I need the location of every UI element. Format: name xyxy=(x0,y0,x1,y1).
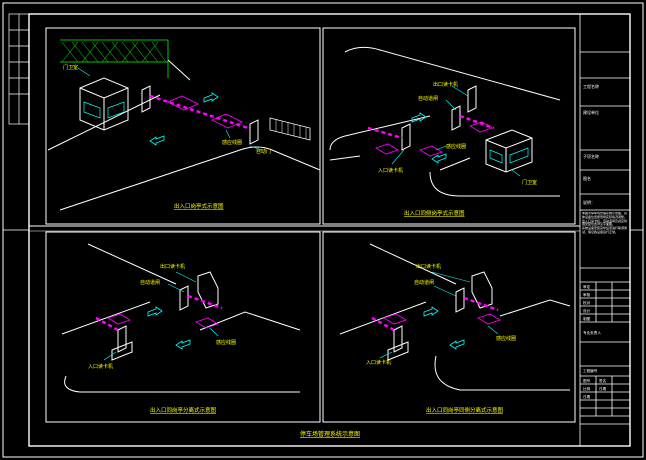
tb-note-3: 系统设备安装完毕后须进行联调测试，保证各设备运行正常。 xyxy=(582,226,628,234)
panel-3-frame xyxy=(45,231,321,423)
tb-row-design: 设计 xyxy=(583,308,591,313)
panel-2-label-loop: 感应线圈 xyxy=(446,143,466,150)
panel-1-title: 出入口岗亭式示意图 xyxy=(174,202,224,210)
tb-row-check: 校对 xyxy=(583,300,591,305)
tb-field-number: 工程编号 xyxy=(583,368,598,373)
panel-2-title: 出入口同侧岗亭式示意图 xyxy=(404,209,465,217)
panel-3-title: 出入口同岗亭分离式示意图 xyxy=(150,406,217,414)
panel-2-label-booth: 门卫室 xyxy=(522,179,537,186)
panel-4-label-entry: 入口读卡机 xyxy=(366,359,391,366)
tb-row-lead: 专业负责人 xyxy=(583,330,601,335)
tb-field-sheet: 图号 xyxy=(583,378,591,383)
panel-4-label-loop: 感应线圈 xyxy=(496,335,516,342)
panel-4-frame xyxy=(322,231,576,423)
tb-field-scale: 比例 xyxy=(583,386,591,391)
panel-3-label-barrier: 自动道闸 xyxy=(140,279,160,286)
panel-3-label-exit: 出口读卡机 xyxy=(160,263,185,270)
panel-2-label-entry: 入口读卡机 xyxy=(378,167,403,174)
title-block xyxy=(579,14,630,446)
panel-4-label-barrier: 自动道闸 xyxy=(414,279,434,286)
sheet-main-title: 停车场管理系统示意图 xyxy=(300,430,360,438)
panel-1-label-booth: 门卫室 xyxy=(63,64,78,71)
tb-row-approve: 审定 xyxy=(583,284,591,289)
binding-strip xyxy=(8,13,30,125)
panel-1-drawing xyxy=(47,39,321,211)
panel-2-frame xyxy=(322,27,576,225)
tb-row-draw: 制图 xyxy=(583,316,591,321)
tb-notes-title: 说明： xyxy=(583,199,595,205)
panel-3-label-entry: 入口读卡机 xyxy=(88,363,113,370)
inner-frame xyxy=(28,13,631,447)
panel-2-drawing xyxy=(329,46,561,197)
tb-field-drawing-name: 图名 xyxy=(583,175,591,181)
panel-3-drawing xyxy=(61,243,301,393)
panel-2-label-barrier: 自动道闸 xyxy=(418,95,438,102)
panel-1-frame xyxy=(45,27,321,225)
tb-sign-label: 签名 xyxy=(599,378,607,383)
panel-2-label-exit: 出口读卡机 xyxy=(433,81,458,88)
panel-3-label-loop: 感应线圈 xyxy=(216,339,236,346)
panel-1-label-gate: 自动门 xyxy=(256,148,271,155)
tb-note-2: 出入口读卡机、自动道闸及感应线圈安装位置详见平面图。 xyxy=(582,218,628,227)
tb-field-client: 建设单位 xyxy=(583,109,599,115)
tb-notes: 本图为停车场管理系统示意图，具体设备位置按现场实际情况调整。 出入口读卡机、自动… xyxy=(582,212,628,234)
tb-note-1: 本图为停车场管理系统示意图，具体设备位置按现场实际情况调整。 xyxy=(582,212,628,219)
tb-row-review: 审核 xyxy=(583,292,591,297)
tb-field-date: 日期 xyxy=(583,394,591,399)
panel-1-label-loop: 感应线圈 xyxy=(222,139,242,146)
tb-field-subitem: 子项名称 xyxy=(583,153,599,159)
tb-field-project: 工程名称 xyxy=(583,83,599,89)
panel-4-drawing xyxy=(339,243,571,391)
tb-date-label: 日期 xyxy=(599,386,607,391)
panel-4-label-exit: 出口读卡机 xyxy=(416,263,441,270)
panel-4-title: 出入口同岗亭同侧分离式示意图 xyxy=(426,406,504,414)
